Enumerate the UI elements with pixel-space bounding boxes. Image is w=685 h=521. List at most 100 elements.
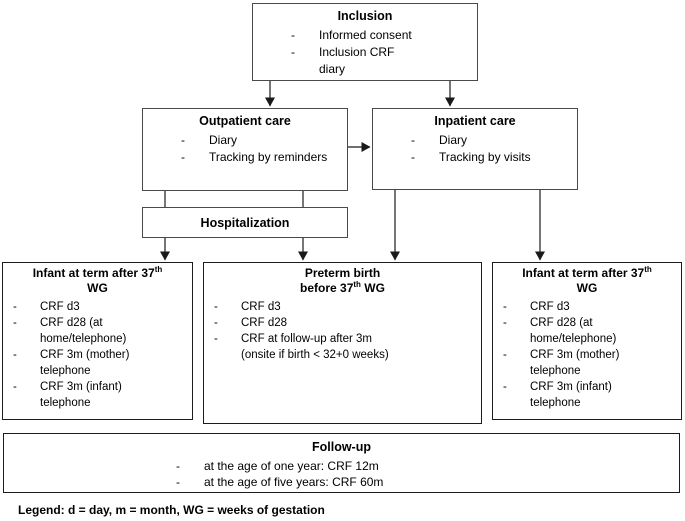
legend-text: Legend: d = day, m = month, WG = weeks o…: [18, 503, 325, 517]
item-text: (onsite if birth < 32+0 weeks): [241, 349, 389, 361]
outpatient-title: Outpatient care: [199, 114, 291, 128]
bullet-dash: [503, 363, 530, 379]
item-text: Inclusion CRF: [319, 45, 395, 59]
item-text: home/telephone): [530, 333, 617, 345]
bullet-dash: -: [181, 133, 185, 147]
item-text: CRF 3m (infant): [40, 381, 122, 393]
title-superscript: th: [154, 265, 163, 274]
title-line: Infant at term after 37th: [493, 266, 681, 281]
bullet-dash: -: [181, 150, 185, 164]
bullet-dash: [291, 61, 319, 78]
inclusion-items: - Informed consent - Inclusion CRF diary: [253, 27, 477, 78]
list-item: - at the age of five years: CRF 60m: [4, 474, 679, 490]
bullet-dash: -: [13, 301, 17, 313]
list-item: - Informed consent: [253, 27, 477, 44]
item-text: home/telephone): [40, 333, 127, 345]
bullet-dash: -: [176, 475, 180, 489]
hospitalization-box: Hospitalization: [142, 207, 348, 238]
preterm-items: - CRF d3 - CRF d28 -CRF at follow-up after…: [204, 299, 481, 363]
list-item: -CRF at follow-up after 3m: [204, 331, 481, 347]
outpatient-items: - Diary - Tracking by reminders: [143, 132, 347, 166]
follow-up-items: - at the age of one year: CRF 12m - at the…: [4, 458, 679, 490]
list-item: - Tracking by reminders: [143, 149, 347, 166]
title-text: Infant at term after 37: [32, 266, 155, 280]
inpatient-care-box: Inpatient care - Diary - Tracking by vis…: [372, 108, 578, 190]
list-item: (onsite if birth < 32+0 weeks): [204, 347, 481, 363]
bullet-dash: -: [503, 381, 507, 393]
title-text: Infant at term after 37: [522, 266, 645, 280]
bullet-dash: -: [214, 317, 218, 329]
infant-at-term-left-box: Infant at term after 37th WG -CRF d3 -CR…: [2, 262, 193, 420]
preterm-birth-box: Preterm birth before 37th WG -CRF d3 -CR…: [203, 262, 482, 424]
item-text: CRF d28 (at: [530, 317, 593, 329]
list-item: - Inclusion CRF: [253, 44, 477, 61]
term-right-title: Infant at term after 37th WG: [493, 263, 681, 296]
item-text: CRF 3m (infant): [530, 381, 612, 393]
item-text: CRF d3: [530, 301, 570, 313]
item-text: Informed consent: [319, 28, 412, 42]
bullet-dash: [13, 363, 40, 379]
term-left-items: -CRF d3 - CRF d28 (at home/telephone) - CR…: [3, 299, 192, 411]
list-item: - Diary: [373, 132, 577, 149]
item-text: CRF d28 (at: [40, 317, 103, 329]
list-item: - Tracking by visits: [373, 149, 577, 166]
bullet-dash: -: [13, 349, 17, 361]
follow-up-box: Follow-up -at the age of one year: CRF 1…: [3, 433, 680, 493]
list-item: telephone: [3, 395, 192, 411]
item-text: Diary: [439, 133, 468, 147]
bullet-dash: [13, 331, 40, 347]
hospitalization-title: Hospitalization: [200, 215, 290, 230]
item-text: at the age of one year: CRF 12m: [204, 459, 379, 473]
bullet-dash: -: [176, 459, 180, 473]
bullet-dash: -: [503, 301, 507, 313]
outpatient-care-box: Outpatient care - Diary - Tracking by re…: [142, 108, 348, 191]
list-item: - CRF d3: [493, 299, 681, 315]
title-text: WG: [360, 281, 385, 295]
bullet-dash: [503, 331, 530, 347]
title-line: WG: [576, 281, 598, 295]
list-item: - at the age of one year: CRF 12m: [4, 458, 679, 474]
bullet-dash: [503, 395, 530, 411]
list-item: home/telephone): [493, 331, 681, 347]
bullet-dash: -: [291, 45, 295, 59]
list-item: telephone: [493, 363, 681, 379]
item-text: telephone: [530, 397, 581, 409]
list-item: -CRF d28 (at: [493, 315, 681, 331]
infant-at-term-right-box: Infant at term after 37th WG -CRF d3 -CR…: [492, 262, 682, 420]
list-item: - CRF 3m (mother): [3, 347, 192, 363]
inclusion-box: Inclusion - Informed consent - Inclusion…: [252, 3, 478, 81]
title-superscript: th: [644, 265, 652, 274]
title-line: Infant at term after 37th: [3, 266, 192, 281]
item-text: CRF 3m (mother): [530, 349, 620, 361]
list-item: -CRF d3: [3, 299, 192, 315]
bullet-dash: [13, 395, 40, 411]
inclusion-title: Inclusion: [337, 9, 393, 23]
inpatient-title: Inpatient care: [434, 114, 516, 128]
bullet-dash: -: [13, 317, 17, 329]
item-text: CRF d3: [241, 301, 281, 313]
item-text: Diary: [209, 133, 238, 147]
bullet-dash: -: [411, 133, 415, 147]
item-text: diary: [319, 62, 346, 76]
bullet-dash: -: [13, 381, 17, 393]
title-line: WG: [87, 281, 108, 295]
title-superscript: th: [353, 280, 361, 289]
term-right-items: -CRF d3 -CRF d28 (at home/telephone) -CR…: [493, 299, 681, 411]
list-item: - Diary: [143, 132, 347, 149]
item-text: telephone: [530, 365, 581, 377]
item-text: Tracking by reminders: [209, 150, 328, 164]
item-text: CRF 3m (mother): [40, 349, 130, 361]
list-item: -CRF 3m (mother): [493, 347, 681, 363]
list-item: - CRF d28: [204, 315, 481, 331]
item-text: CRF d28: [241, 317, 288, 329]
bullet-dash: [214, 347, 241, 363]
preterm-title: Preterm birth before 37th WG: [204, 263, 481, 296]
bullet-dash: -: [214, 301, 218, 313]
item-text: at the age of five years: CRF 60m: [204, 475, 384, 489]
title-text: before 37: [300, 281, 354, 295]
list-item: - CRF d28 (at: [3, 315, 192, 331]
term-left-title: Infant at term after 37th WG: [3, 263, 192, 296]
title-line: before 37th WG: [204, 281, 481, 296]
